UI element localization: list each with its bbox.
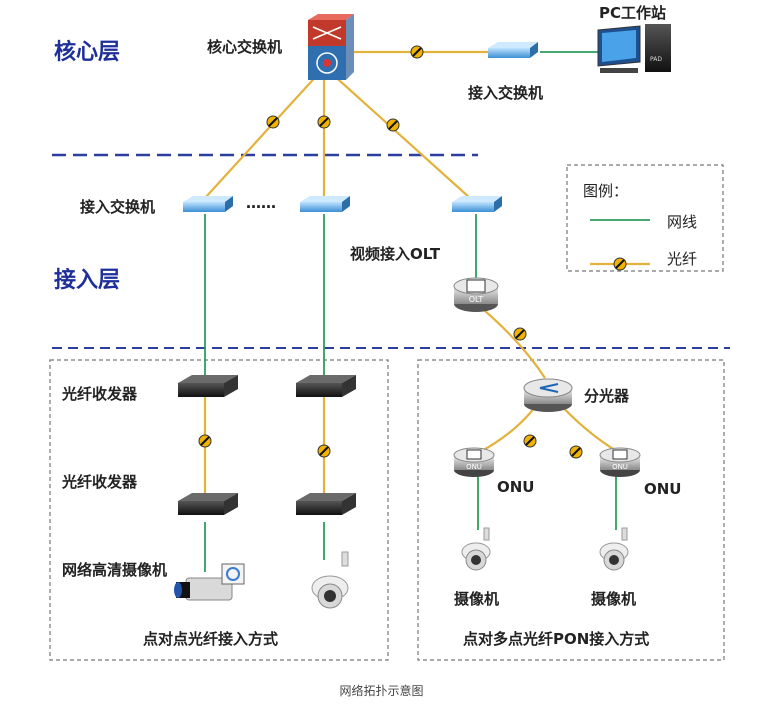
fiber-connectors [198,45,627,459]
onu-left-icon: ONU [453,447,495,477]
core-switch-label: 核心交换机 [207,38,283,56]
access-layer-label: 接入层 [54,268,121,293]
legend-box [566,164,724,272]
camera-left-label: 摄像机 [454,590,500,608]
transceiver-label-2: 光纤收发器 [62,473,138,491]
onu-right-badge: ONU [612,463,628,471]
p2p-zone-box [49,359,389,661]
access-switch-top-icon [488,42,538,58]
access-switch-top-label: 接入交换机 [468,84,544,102]
p2p-zone-label: 点对点光纤接入方式 [143,630,279,648]
splitter-icon [523,378,573,412]
camera-right-label: 摄像机 [591,590,637,608]
pc-badge: PAD [650,56,662,63]
pon-zone-box [417,359,725,661]
onu-left-badge: ONU [466,463,482,471]
hd-camera-icon [174,563,245,601]
dome-camera-icons [311,527,629,609]
access-switch-olt-icon [452,196,502,212]
access-switch-left-label: 接入交换机 [80,198,156,216]
access-switch-left-icon [183,196,233,212]
core-layer-label: 核心层 [54,40,121,65]
transceiver-label-1: 光纤收发器 [62,385,138,403]
transceiver-icons [178,375,356,515]
olt-badge: OLT [469,295,484,304]
onu-left-label: ONU [497,478,535,496]
splitter-label: 分光器 [584,387,630,405]
olt-icon: OLT [453,277,499,312]
pc-label: PC工作站 [599,4,667,22]
legend-title: 图例： [583,182,629,200]
pc-workstation-icon: PAD [597,24,671,73]
onu-right-icon: ONU [599,447,641,477]
video-olt-label: 视频接入OLT [350,245,441,263]
switch-ellipsis: …… [246,194,276,212]
access-switch-mid-icon [300,196,350,212]
figure-caption: 网络拓扑示意图 [339,684,424,698]
pon-zone-label: 点对多点光纤PON接入方式 [463,630,650,648]
core-switch-icon [308,14,354,80]
hd-camera-label: 网络高清摄像机 [62,561,168,579]
cable-links [204,51,650,572]
legend-fiber-label: 光纤 [667,250,698,268]
legend-cable-label: 网线 [667,213,698,231]
onu-right-label: ONU [644,480,682,498]
